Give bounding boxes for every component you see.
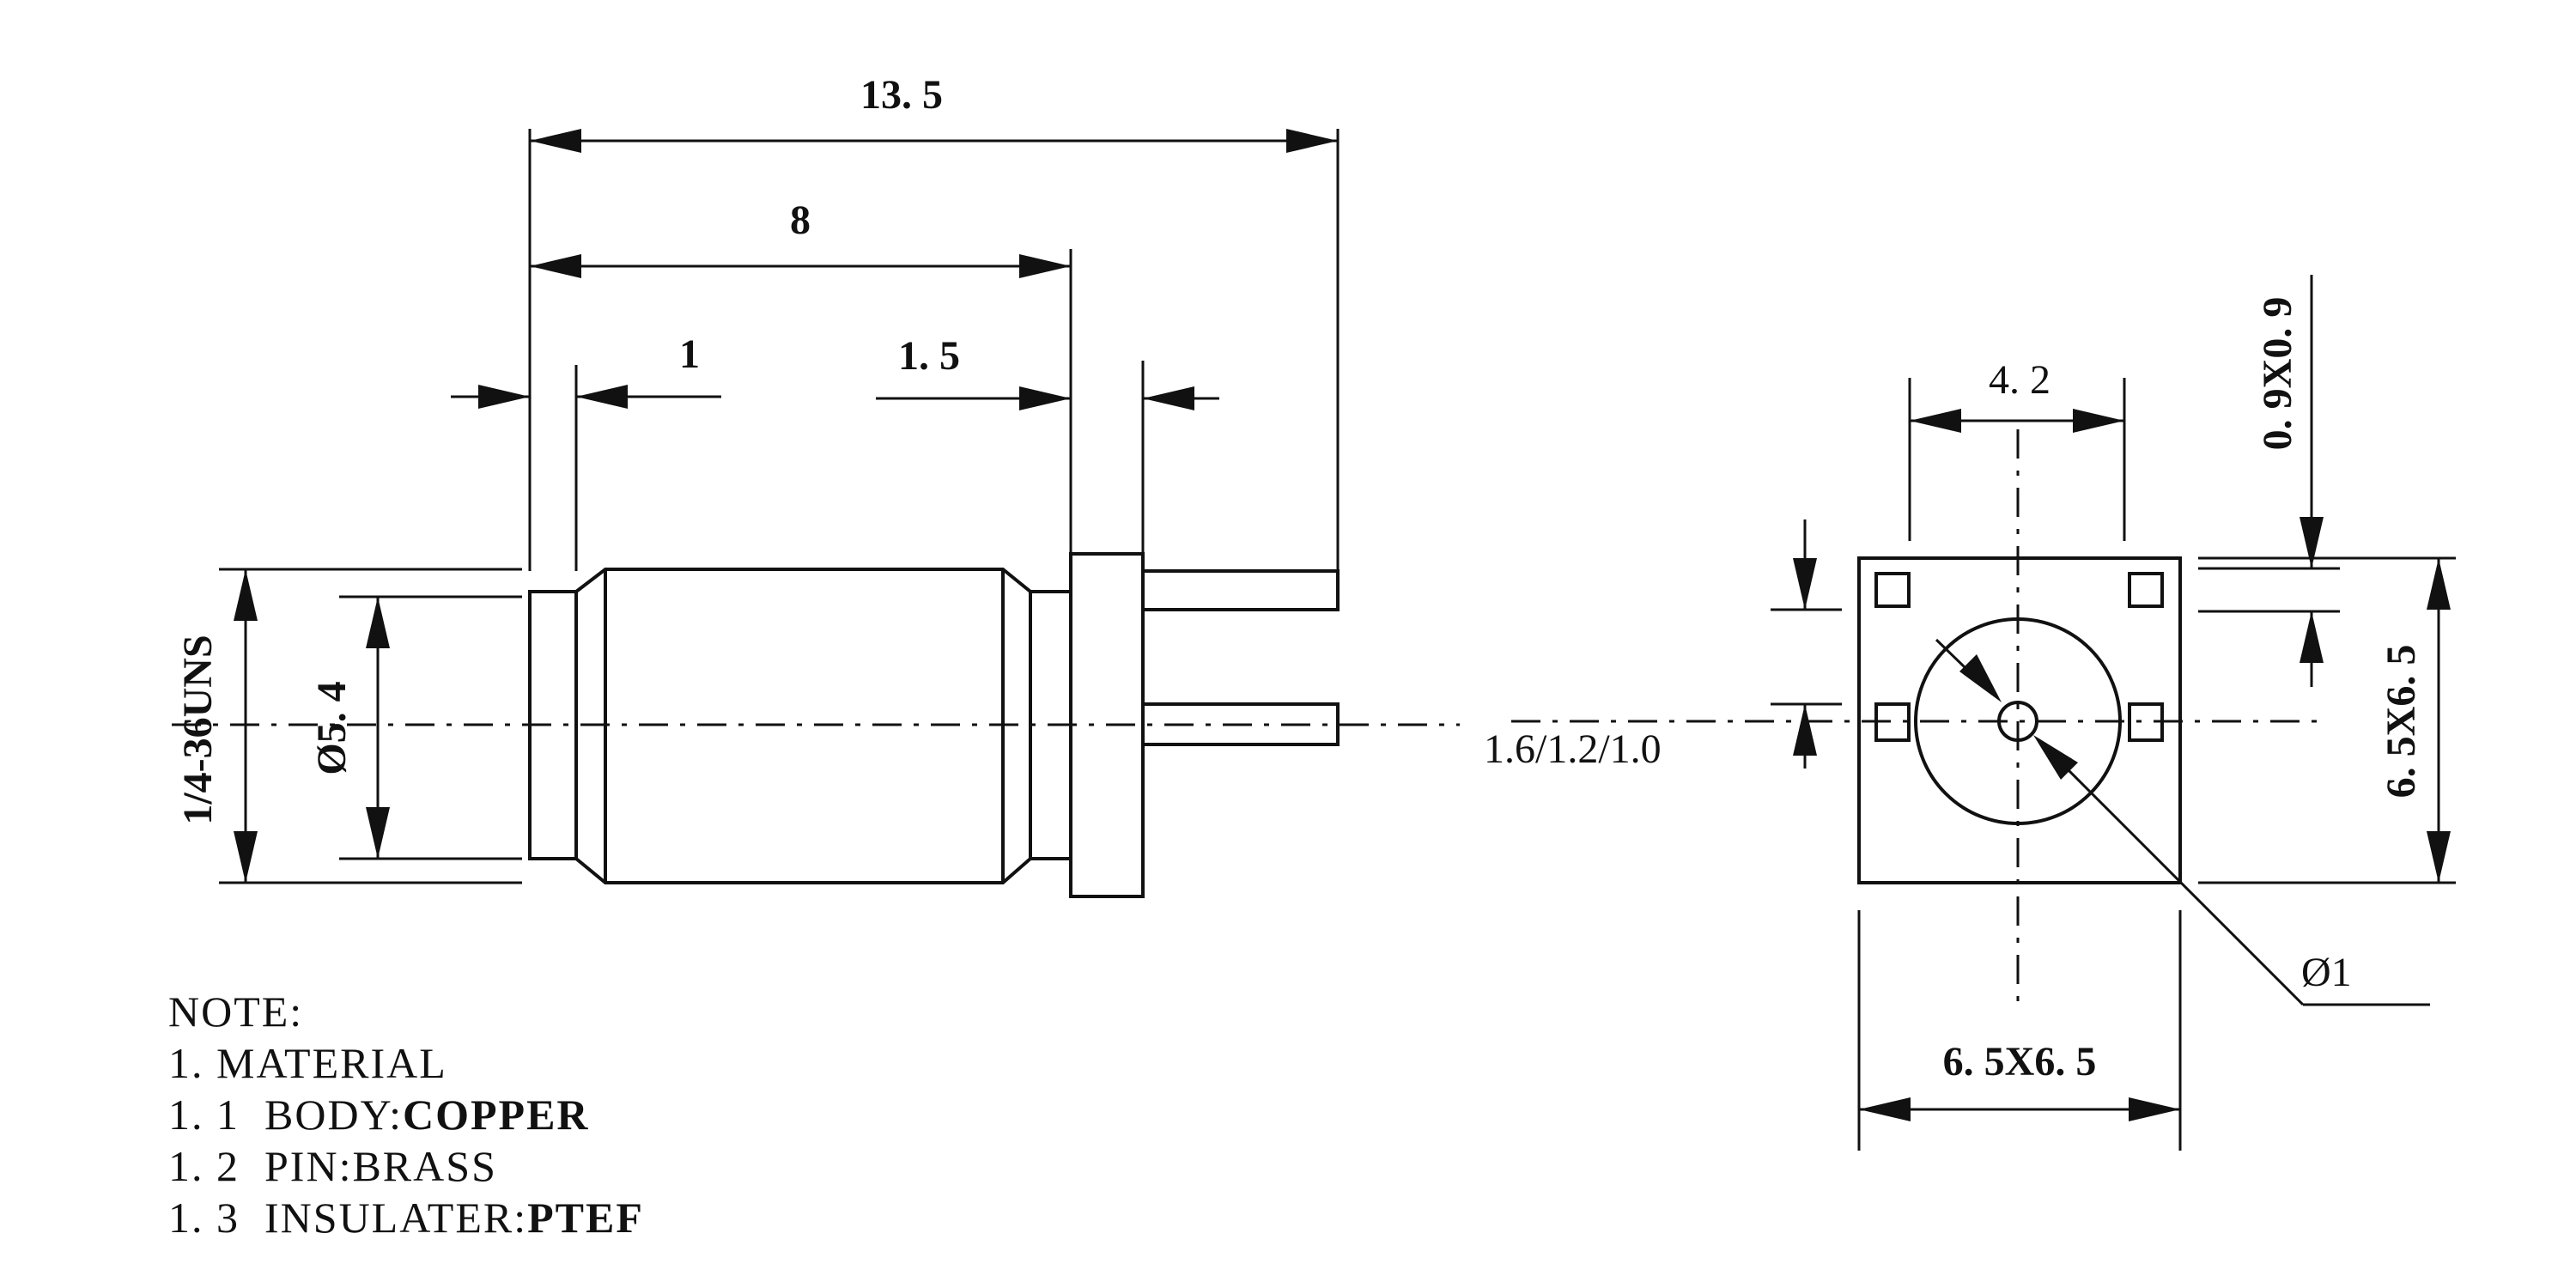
notes-heading: NOTE: <box>168 987 304 1036</box>
dim-center-pin-diameter: Ø1 <box>2301 950 2352 995</box>
note-insulater: 1. 3 INSULATER:PTEF <box>168 1194 644 1242</box>
dim-overall-length: 13. 5 <box>860 72 943 118</box>
note-body-value: COPPER <box>402 1091 590 1139</box>
dim-body-length: 8 <box>790 197 811 243</box>
front-extension-lines <box>1771 378 2456 1151</box>
note-body: 1. 1 BODY:COPPER <box>168 1091 590 1139</box>
dim-flange-thickness: 1. 5 <box>898 333 960 379</box>
dim-pin-square-top: 4. 2 <box>1989 357 2050 403</box>
dim-flange-width: 6. 5X6. 5 <box>1943 1039 2097 1084</box>
dim-front-step: 1 <box>679 331 700 377</box>
dim-thread: 1/4-36UNS <box>175 635 221 824</box>
dim-body-diameter: Ø5. 4 <box>309 681 355 775</box>
dim-pin-diameters: 1.6/1.2/1.0 <box>1484 726 1662 772</box>
dim-flange-height: 6. 5X6. 5 <box>2379 645 2424 799</box>
material-notes: NOTE: 1. MATERIAL 1. 1 BODY:COPPER 1. 2 … <box>168 986 644 1243</box>
front-view: 4. 2 6. 5X6. 5 6. 5X6. 5 0. 9X0. 9 1.6/1… <box>1484 275 2456 1151</box>
dim-pin-square-size: 0. 9X0. 9 <box>2255 297 2300 451</box>
note-insulater-value: PTEF <box>527 1194 644 1242</box>
note-material: 1. MATERIAL <box>168 1039 447 1087</box>
side-view: 13. 5 8 1 1. 5 1/4-36UNS Ø5. 4 <box>172 72 1460 898</box>
side-extension-lines <box>219 129 1340 884</box>
pin-square-top-right <box>2128 572 2164 608</box>
pin-square-top-left <box>1874 572 1911 608</box>
note-pin: 1. 2 PIN:BRASS <box>168 1142 497 1190</box>
